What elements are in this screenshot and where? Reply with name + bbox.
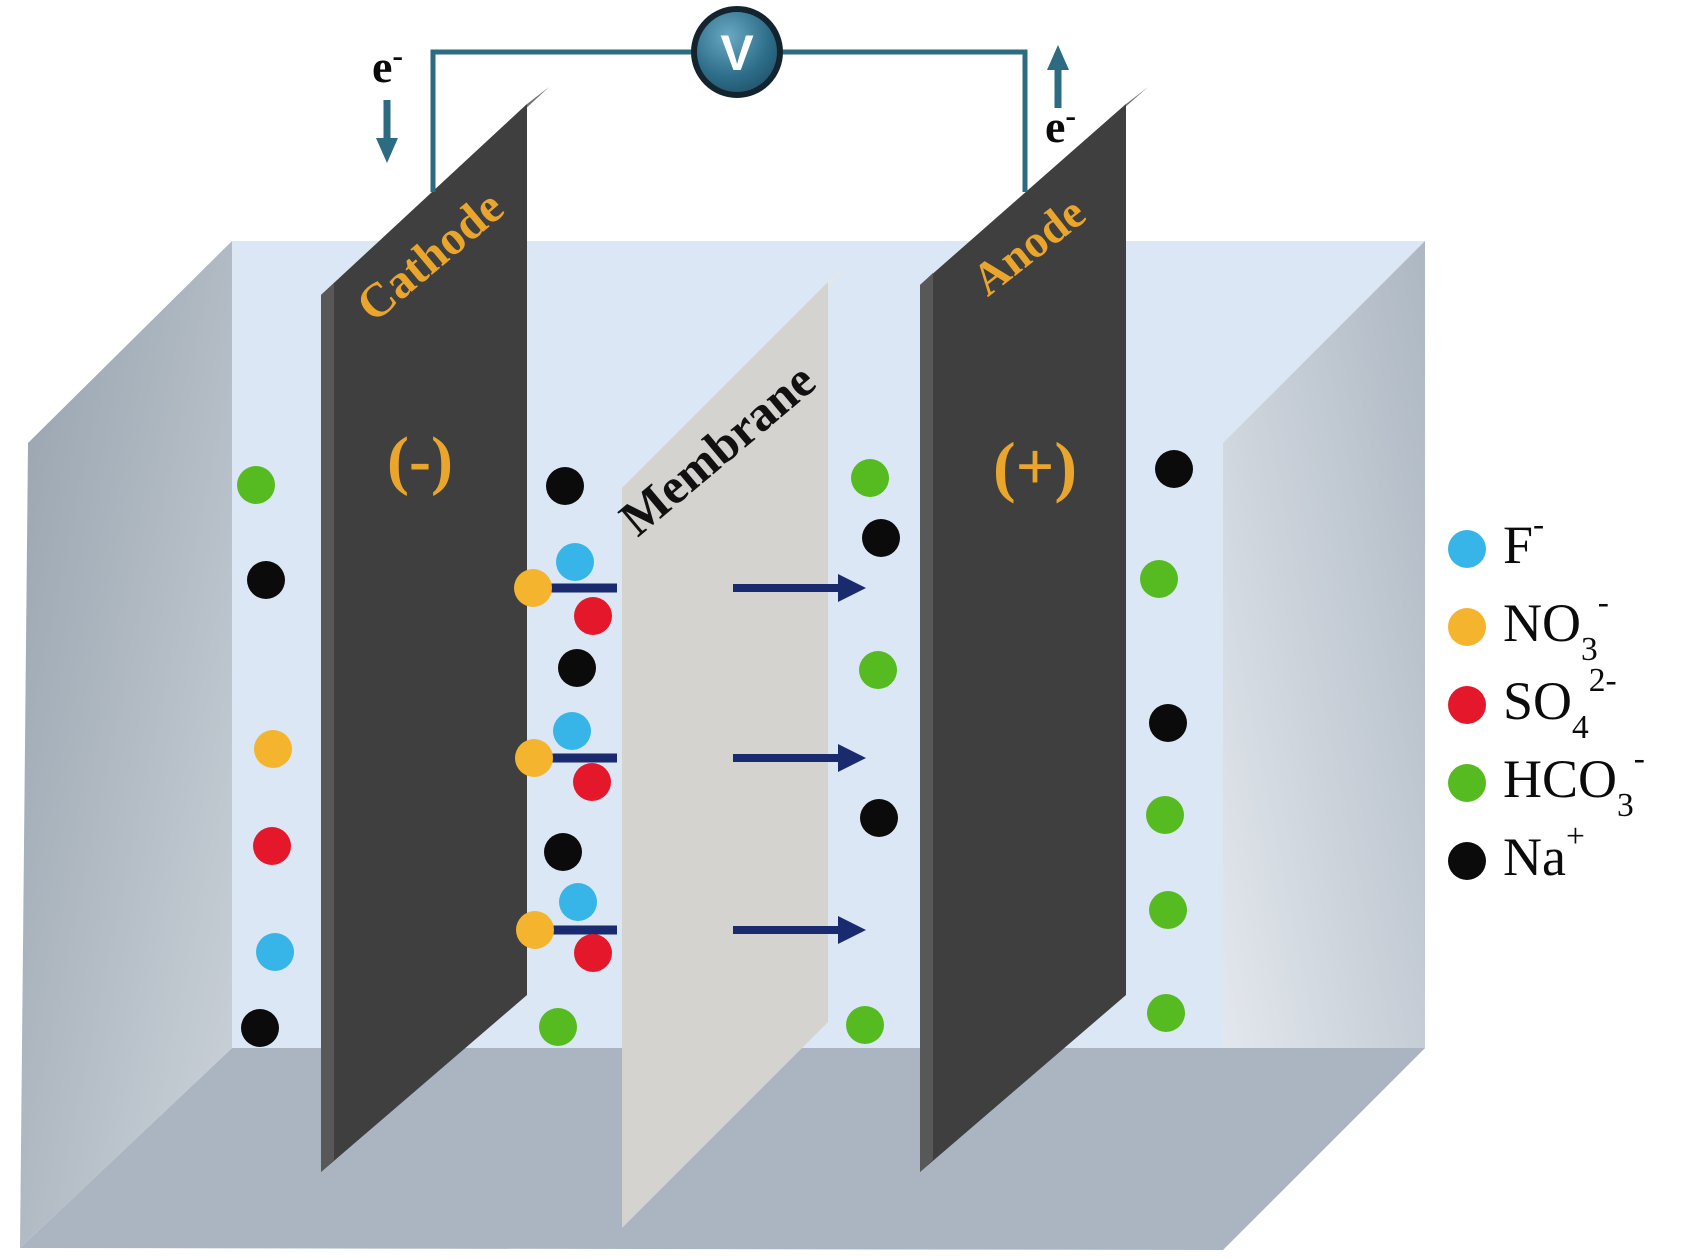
ion-dot-HCO3: [1146, 796, 1184, 834]
ion-dot-SO4: [253, 827, 291, 865]
ion-dot-Na: [558, 649, 596, 687]
electron-right-arrow-up-icon: [1047, 45, 1069, 70]
electron-left-arrow-down-icon: [376, 138, 398, 163]
ion-dot-F: [559, 883, 597, 921]
ion-dot-Na: [860, 799, 898, 837]
legend-item-fluoride: F-: [1448, 505, 1645, 588]
ion-dot-HCO3: [539, 1008, 577, 1046]
ion-dot-Na: [862, 519, 900, 557]
cathode-edge-highlight: [321, 283, 334, 1172]
ion-dot-SO4: [574, 934, 612, 972]
ion-dot-HCO3: [1149, 891, 1187, 929]
ion-dot-HCO3: [237, 466, 275, 504]
legend-label: F-: [1503, 505, 1545, 575]
legend-label: HCO3-: [1503, 739, 1645, 825]
anode-slab: [920, 87, 1148, 1172]
ion-dot-HCO3: [859, 651, 897, 689]
legend-item-sulfate: SO42-: [1448, 661, 1645, 747]
ion-dot-SO4: [573, 763, 611, 801]
legend-item-sodium: Na+: [1448, 817, 1645, 900]
ion-dot-HCO3: [846, 1006, 884, 1044]
ion-dot-F: [553, 712, 591, 750]
ion-dot-NO3: [516, 911, 554, 949]
sulfate-dot-icon: [1448, 686, 1486, 724]
cathode-charge-label: (-): [387, 424, 453, 497]
ion-dot-HCO3: [1140, 560, 1178, 598]
ion-dot-F: [556, 543, 594, 581]
legend-label: Na+: [1503, 817, 1585, 887]
migration-arrow: [838, 916, 866, 944]
ion-dot-Na: [1155, 450, 1193, 488]
voltmeter: V: [691, 6, 783, 98]
ion-dot-NO3: [514, 569, 552, 607]
ion-dot-Na: [544, 833, 582, 871]
ion-legend: F- NO3- SO42- HCO3- Na+: [1448, 505, 1645, 900]
ion-dot-NO3: [515, 739, 553, 777]
tank-right-wall: [1223, 241, 1425, 1250]
fluoride-dot-icon: [1448, 530, 1486, 568]
tank-left-wall: [20, 241, 232, 1248]
voltmeter-body: [691, 6, 783, 98]
anode-edge-highlight: [920, 273, 933, 1172]
cathode-front-face: [321, 104, 527, 1172]
legend-label: NO3-: [1503, 583, 1609, 669]
voltmeter-label: V: [720, 25, 754, 81]
sodium-dot-icon: [1448, 842, 1486, 880]
ion-dot-Na: [1149, 704, 1187, 742]
ion-dot-HCO3: [851, 459, 889, 497]
anode-charge-label: (+): [993, 428, 1077, 504]
nitrate-dot-icon: [1448, 608, 1486, 646]
ion-migration-arrows: [549, 574, 866, 944]
ion-dot-F: [256, 933, 294, 971]
migration-arrow: [838, 744, 866, 772]
ion-dot-NO3: [254, 730, 292, 768]
migration-arrow: [838, 574, 866, 602]
ion-dot-Na: [241, 1009, 279, 1047]
membrane-front-face: [622, 282, 828, 1228]
membrane-slab: [622, 266, 848, 1228]
ion-dots-layer: [237, 450, 1193, 1047]
electron-right-label: e-: [1045, 97, 1076, 152]
legend-item-nitrate: NO3-: [1448, 583, 1645, 669]
ion-dot-Na: [546, 467, 584, 505]
bicarbonate-dot-icon: [1448, 764, 1486, 802]
cathode-slab: [321, 87, 549, 1172]
ion-dot-HCO3: [1147, 994, 1185, 1032]
electron-left-label: e-: [372, 37, 403, 92]
ion-dot-Na: [247, 561, 285, 599]
electron-flow-right: e-: [1045, 45, 1076, 152]
legend-item-bicarbonate: HCO3-: [1448, 739, 1645, 825]
ion-dot-SO4: [574, 597, 612, 635]
electron-flow-left: e-: [372, 37, 403, 163]
anode-front-face: [920, 104, 1126, 1172]
legend-label: SO42-: [1503, 661, 1617, 747]
